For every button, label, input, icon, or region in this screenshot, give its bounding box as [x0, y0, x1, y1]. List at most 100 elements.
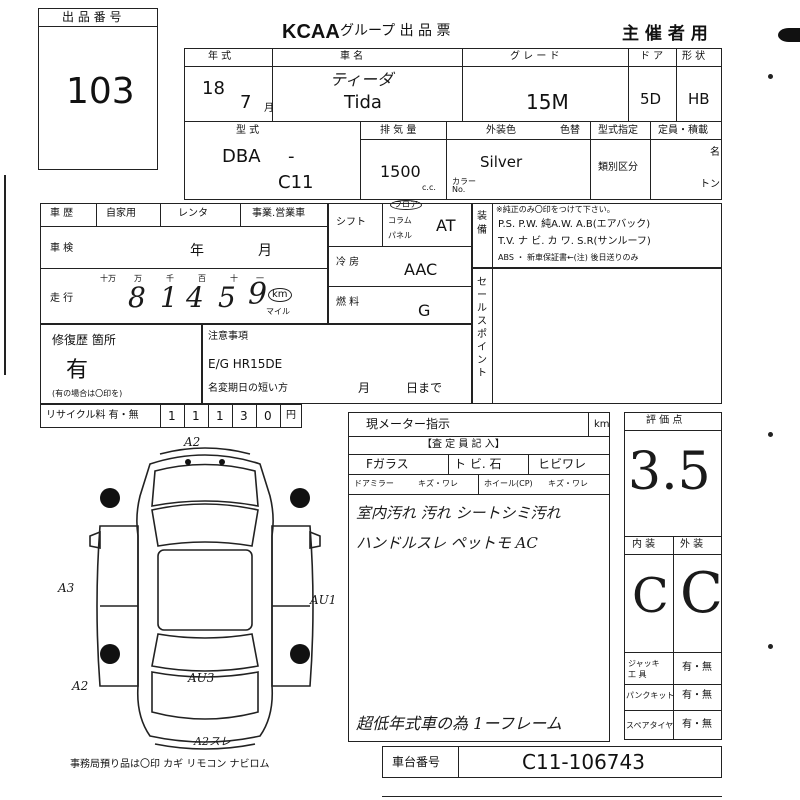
glass-value[interactable]: ト ビ. 石	[454, 457, 502, 471]
exterior-color-value: Silver	[480, 153, 523, 171]
rental-option[interactable]: レンタ	[178, 208, 208, 219]
damage-mark-left-side: A3	[58, 581, 75, 595]
mirror-value[interactable]: キズ・ワレ	[418, 479, 458, 488]
shape-value: HB	[688, 90, 710, 108]
interior-label: 内 装	[632, 539, 656, 550]
mileage-digit-5: 9	[248, 277, 268, 312]
private-use-option[interactable]: 自家用	[106, 208, 136, 219]
equipment-label: 装 備	[477, 211, 487, 236]
score-label: 評 価 点	[646, 415, 683, 426]
car-name-label: 車 名	[340, 51, 364, 62]
grade-value: 15M	[526, 90, 569, 114]
punch-mark-3	[768, 644, 773, 649]
fuel-label: 燃 料	[336, 297, 360, 308]
name-change-label: 名変期日の短い方	[208, 383, 288, 394]
yen-unit: 円	[286, 410, 296, 421]
equipment-line-2[interactable]: T.V. ナ ビ. カ ワ. S.R(サンルーフ)	[498, 236, 651, 247]
digit-label-100k: 十万	[100, 274, 116, 283]
car-damage-diagram: A2 A3 AU1 A2 AU3 A2スレ	[58, 435, 350, 756]
digit-label-10k: 万	[134, 274, 142, 283]
comment-line-2: ハンドルスレ ペットモ AC	[356, 534, 538, 552]
chassis-box	[382, 746, 722, 778]
punch-mark-2	[768, 432, 773, 437]
inspection-year-unit: 年	[190, 243, 204, 259]
puncture-kit-label: パンクキット	[626, 691, 675, 700]
damage-mark-rear-left: A2	[72, 679, 89, 693]
recycle-digit-2: 1	[192, 409, 200, 423]
chassis-label: 車台番号	[392, 755, 441, 769]
comment-line-3: 超低年式車の為 1ーフレーム	[356, 714, 562, 733]
engine-note: E/G HR15DE	[208, 357, 283, 371]
fuel-value: G	[418, 301, 431, 320]
equipment-line-1[interactable]: P.S. P.W. 純A.W. A.B(エアバック)	[498, 219, 651, 230]
equipment-line-3[interactable]: ABS ・ 新車保証書←(注) 後日送りのみ	[498, 253, 639, 262]
damage-mark-right-side: AU1	[310, 593, 337, 607]
color-code-label: カラー No.	[452, 177, 476, 194]
comment-line-1: 室内汚れ 汚れ シートシミ汚れ	[356, 504, 561, 522]
jack-value[interactable]: 有・無	[682, 662, 712, 673]
copy-label: 主 催 者 用	[622, 24, 708, 44]
chassis-number: C11-106743	[522, 750, 645, 774]
shift-option-floor[interactable]: フロア	[390, 200, 422, 210]
mileage-digit-4: 5	[218, 281, 236, 314]
notes-label: 注意事項	[208, 331, 248, 342]
shape-label: 形 状	[682, 51, 706, 62]
spare-tire-value[interactable]: 有・無	[682, 719, 712, 730]
recycle-digit-3: 1	[216, 409, 224, 423]
notes-box	[202, 324, 472, 404]
damage-mark-rear: A2スレ	[194, 735, 231, 748]
digit-label-1k: 千	[166, 274, 174, 283]
shift-label: シフト	[336, 217, 366, 228]
aircon-value: AAC	[404, 260, 438, 279]
spare-tire-label: スペアタイヤ	[626, 721, 674, 730]
month-value: 7	[240, 92, 252, 113]
glass-label: Fガラス	[366, 457, 409, 471]
puncture-kit-value[interactable]: 有・無	[682, 690, 712, 701]
year-value: 18	[202, 78, 225, 99]
load-unit: トン	[700, 179, 720, 190]
exterior-label: 外 装	[680, 539, 704, 550]
mileage-digit-3: 4	[186, 281, 204, 314]
door-label: ド ア	[640, 51, 664, 62]
shift-option-column[interactable]: コラム	[388, 216, 412, 225]
displacement-value: 1500	[380, 162, 421, 181]
year-label: 年 式	[208, 51, 232, 62]
type-designation-label: 型式指定	[598, 125, 638, 136]
vehicle-history-label: 車 歴	[50, 208, 74, 219]
lot-number: 103	[66, 71, 135, 112]
equipment-box	[472, 203, 722, 268]
business-use-option[interactable]: 事業.営業車	[252, 208, 306, 219]
office-note: 事務局預り品は〇印 カギ リモコン ナビロム	[70, 759, 270, 770]
wheel-label: ホイール(CP)	[484, 479, 533, 488]
month-unit: 月	[264, 103, 274, 114]
category-label: 類別区分	[598, 162, 638, 173]
lot-number-box	[38, 8, 158, 170]
name-change-month: 月	[358, 381, 371, 395]
wheel-value[interactable]: キズ・ワレ	[548, 479, 588, 488]
mileage-digit-2: 1	[160, 281, 178, 314]
car-info-table	[184, 48, 722, 200]
recycle-digit-5: 0	[264, 409, 272, 423]
kcaa-logo: KCAA	[282, 21, 340, 43]
shift-option-panel[interactable]: パネル	[388, 231, 412, 240]
cc-unit: c.c.	[422, 183, 436, 192]
glass-crack-option[interactable]: ヒビワレ	[538, 457, 587, 471]
punch-mark-1	[768, 74, 773, 79]
aircon-label: 冷 房	[336, 257, 360, 268]
door-value: 5D	[640, 90, 662, 108]
name-change-day: 日まで	[406, 381, 443, 395]
inspection-label: 車 検	[50, 243, 74, 254]
km-unit[interactable]: km	[268, 288, 292, 302]
model-code: C11	[278, 172, 314, 193]
meter-label: 現メーター指示	[366, 417, 451, 431]
exterior-color-label: 外装色	[486, 125, 516, 136]
sales-point-label: セールスポイント	[477, 277, 487, 379]
repair-box	[40, 324, 202, 404]
sales-point-box	[472, 268, 722, 404]
mile-unit[interactable]: マイル	[266, 307, 290, 316]
mileage-digit-1: 8	[128, 281, 146, 314]
recycle-digit-1: 1	[168, 409, 176, 423]
damage-mark-front: A2	[184, 435, 201, 449]
damage-mark-trunk: AU3	[188, 671, 215, 685]
grade-label: グ レ ー ド	[510, 51, 560, 62]
